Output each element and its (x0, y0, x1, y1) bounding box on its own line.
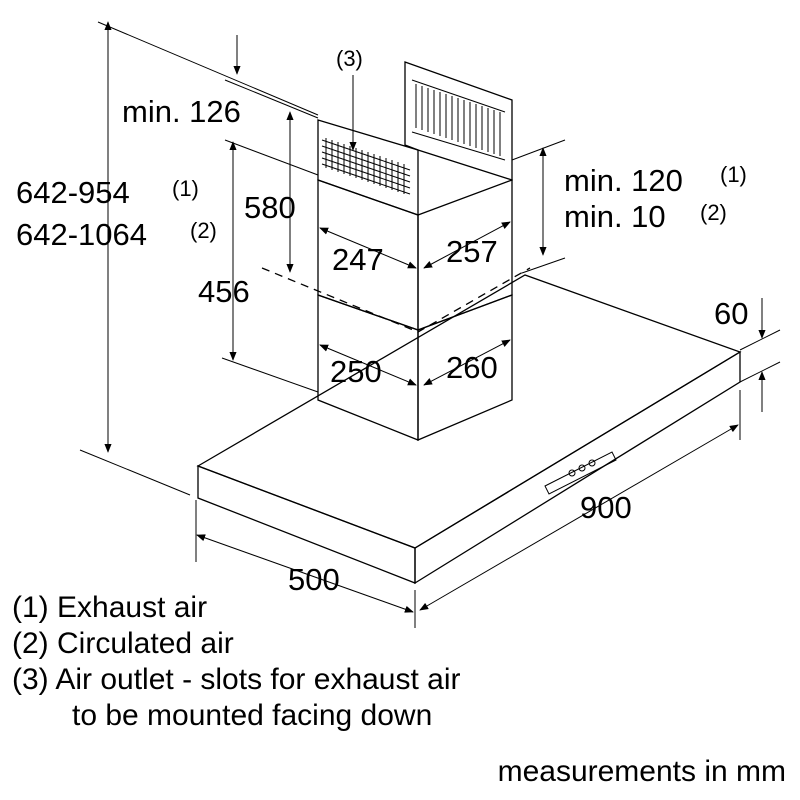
chimney-lower-height-label: 456 (198, 274, 250, 309)
air-outlet-slots-left (321, 138, 411, 195)
gap-exhaust-ref: (1) (720, 162, 747, 187)
height-range-1-ref: (1) (172, 176, 199, 201)
height-range-2-label: 642-1064 (16, 217, 147, 252)
legend-item-outlet-note: to be mounted facing down (72, 699, 433, 732)
upper-depth-label: 257 (446, 234, 498, 269)
units-note: measurements in mm (497, 755, 786, 788)
gap-circulated-ref: (2) (700, 200, 727, 225)
lower-depth-label: 260 (446, 350, 498, 385)
canopy (196, 274, 742, 585)
height-range-1-label: 642-954 (16, 175, 130, 210)
gap-exhaust-label: min. 120 (564, 163, 683, 198)
legend-item-exhaust: (1) Exhaust air (12, 591, 208, 624)
air-outlet-slots-right (411, 79, 506, 161)
legend-item-circulated: (2) Circulated air (12, 627, 234, 660)
chimney-lower (317, 294, 513, 441)
min-top-label: min. 126 (122, 94, 241, 129)
lower-width-label: 250 (330, 354, 382, 389)
outlet-ref-label: (3) (336, 46, 363, 71)
chimney-upper (317, 61, 513, 331)
canopy-depth-label: 500 (288, 562, 340, 597)
canopy-thickness-label: 60 (714, 296, 748, 331)
chimney-upper-height-label: 580 (244, 190, 296, 225)
gap-circulated-label: min. 10 (564, 199, 666, 234)
canopy-width-label: 900 (580, 490, 632, 525)
height-range-2-ref: (2) (190, 218, 217, 243)
dimension-lines (79, 21, 781, 628)
legend-item-outlet: (3) Air outlet - slots for exhaust air (12, 663, 461, 696)
upper-width-label: 247 (332, 242, 384, 277)
control-panel (544, 451, 617, 495)
